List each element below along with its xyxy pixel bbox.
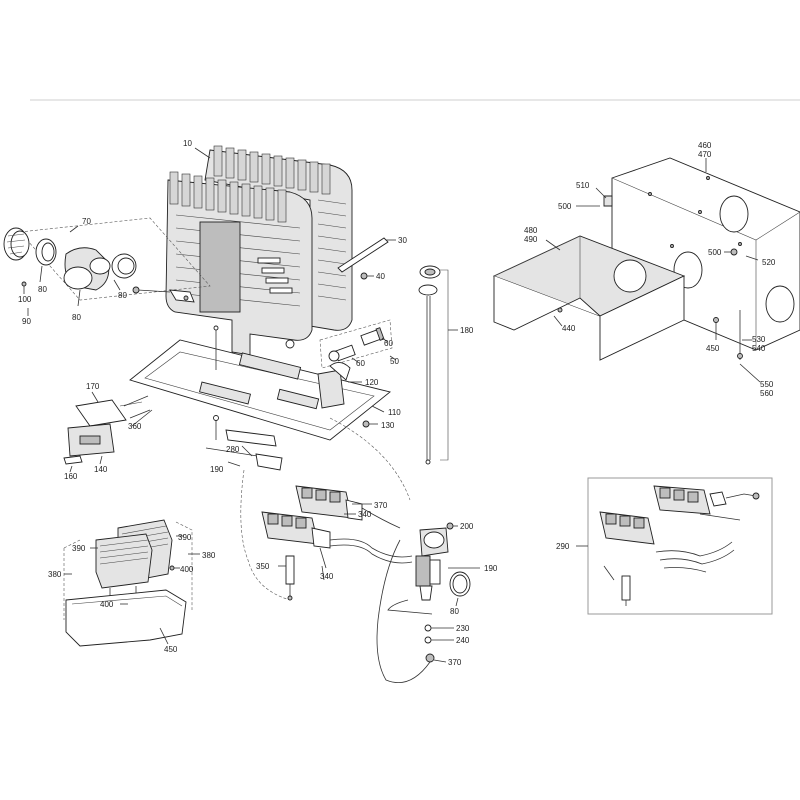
callout-280: 280: [226, 445, 240, 454]
callout-470: 470: [698, 150, 712, 159]
burner-assembly: [240, 417, 413, 601]
callout-290: 290: [556, 542, 570, 551]
callout-50: 50: [390, 357, 399, 366]
callout-390-left: 390: [72, 544, 86, 553]
callout-30: 30: [398, 236, 407, 245]
callout-40: 40: [376, 272, 385, 281]
callout-350: 350: [256, 562, 270, 571]
callout-80-b: 80: [118, 291, 127, 300]
rod-30: [337, 237, 396, 273]
callout-500-left: 500: [558, 202, 572, 211]
callout-490: 490: [524, 235, 538, 244]
callout-240: 240: [456, 636, 470, 645]
inner-shield: [492, 235, 719, 361]
callout-530: 530: [752, 335, 766, 344]
callout-380-left: 380: [48, 570, 62, 579]
callout-510: 510: [576, 181, 590, 190]
callout-180: 180: [460, 326, 474, 335]
callout-370-upper: 370: [374, 501, 388, 510]
callout-190-right: 190: [484, 564, 498, 573]
callout-100: 100: [18, 295, 32, 304]
connector-pipes-60: [319, 319, 397, 369]
callout-550: 550: [760, 380, 774, 389]
callout-400-left: 400: [100, 600, 114, 609]
control-panel: [63, 391, 153, 473]
callout-340-lower: 340: [320, 572, 334, 581]
base-plate: [129, 325, 391, 441]
callout-110: 110: [388, 408, 401, 417]
callout-440: 440: [562, 324, 576, 333]
callout-540: 540: [752, 344, 766, 353]
callout-70: 70: [82, 217, 91, 226]
heat-exchanger-assembly: [165, 145, 353, 356]
flue-duct-assembly: [3, 217, 211, 316]
burner-support-280: [205, 415, 283, 471]
callout-80-d: 80: [450, 607, 459, 616]
callout-480: 480: [524, 226, 538, 235]
callout-60-lower: 60: [356, 359, 365, 368]
callout-160: 160: [64, 472, 78, 481]
callout-560: 560: [760, 389, 774, 398]
callout-230: 230: [456, 624, 470, 633]
callout-390-right: 390: [178, 533, 192, 542]
callout-200: 200: [460, 522, 474, 531]
callout-10: 10: [183, 139, 192, 148]
callout-80-a: 80: [38, 285, 47, 294]
callout-450-tray: 450: [164, 645, 178, 654]
gas-valve-assembly: [376, 522, 480, 684]
callout-140: 140: [94, 465, 108, 474]
callout-460: 460: [698, 141, 712, 150]
callout-90: 90: [22, 317, 31, 326]
callout-190-left: 190: [210, 465, 224, 474]
callout-360: 360: [128, 422, 142, 431]
thermocouple-rod-180: [418, 265, 458, 465]
callout-130: 130: [381, 421, 395, 430]
callout-80-c: 80: [72, 313, 81, 322]
callout-450-casing: 450: [706, 344, 720, 353]
callout-60-right: 60: [384, 339, 393, 348]
callout-500-right: 500: [708, 248, 722, 257]
callout-170: 170: [86, 382, 100, 391]
burner-kit-290-box: [576, 477, 773, 615]
callout-120: 120: [365, 378, 379, 387]
callout-400-right: 400: [180, 565, 194, 574]
callout-520: 520: [762, 258, 776, 267]
ceramic-burner-tray: [63, 519, 200, 647]
callout-380-right: 380: [202, 551, 216, 560]
callout-370-lower: 370: [448, 658, 462, 667]
screw-40: [360, 272, 374, 280]
callout-340-upper: 340: [358, 510, 372, 519]
